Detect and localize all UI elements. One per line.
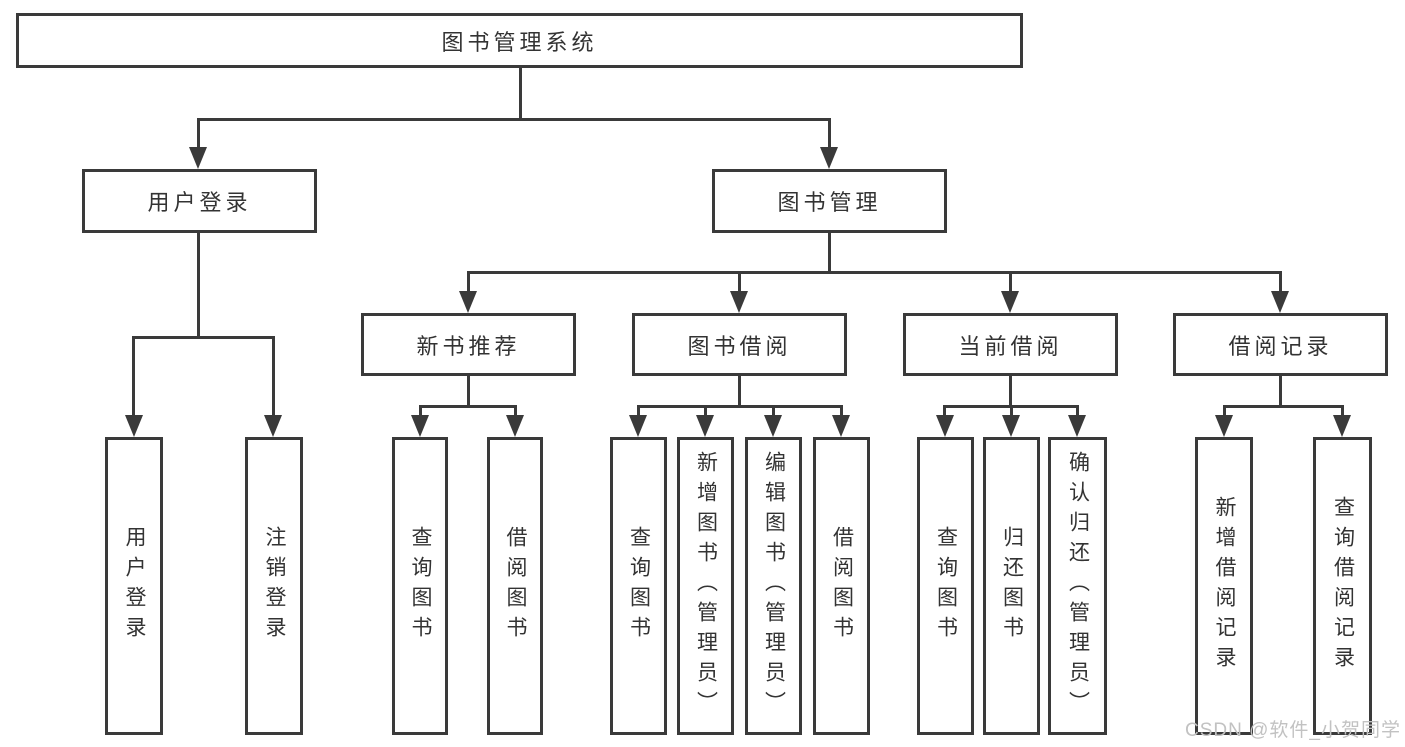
leaf-add-borrow-record: 新增借阅记录 <box>1195 437 1253 735</box>
connector-line <box>637 405 842 408</box>
arrow-down-icon <box>125 415 143 437</box>
connector-line <box>272 336 275 418</box>
connector-line <box>772 405 775 419</box>
node-user-login: 用户登录 <box>82 169 317 233</box>
arrow-down-icon <box>629 415 647 437</box>
connector-line <box>1009 271 1012 295</box>
connector-line <box>519 68 522 120</box>
arrow-down-icon <box>730 291 748 313</box>
connector-line <box>1279 376 1282 407</box>
connector-line <box>132 336 275 339</box>
connector-line <box>419 405 422 419</box>
leaf-confirm-return-admin: 确认归还（管理员） <box>1048 437 1107 735</box>
connector-line <box>1010 405 1013 419</box>
connector-line <box>467 271 1282 274</box>
connector-line <box>1223 405 1344 408</box>
connector-line <box>738 271 741 295</box>
connector-line <box>840 405 843 419</box>
connector-line <box>828 118 831 151</box>
watermark: CSDN @软件_小贺同学 <box>1185 720 1401 741</box>
leaf-borrow-book-borrowing: 借阅图书 <box>813 437 870 735</box>
connector-line <box>467 376 470 407</box>
leaf-borrow-book-recommend: 借阅图书 <box>487 437 543 735</box>
arrow-down-icon <box>1333 415 1351 437</box>
arrow-down-icon <box>1215 415 1233 437</box>
node-current-borrowing: 当前借阅 <box>903 313 1118 376</box>
leaf-query-borrow-record: 查询借阅记录 <box>1313 437 1372 735</box>
connector-line <box>738 376 741 407</box>
arrow-down-icon <box>696 415 714 437</box>
connector-line <box>1076 405 1079 419</box>
leaf-query-book-borrowing: 查询图书 <box>610 437 667 735</box>
connector-line <box>467 271 470 295</box>
arrow-down-icon <box>1271 291 1289 313</box>
node-library-system: 图书管理系统 <box>16 13 1023 68</box>
arrow-down-icon <box>1068 415 1086 437</box>
arrow-down-icon <box>264 415 282 437</box>
leaf-edit-book-admin: 编辑图书（管理员） <box>745 437 802 735</box>
connector-line <box>132 336 135 418</box>
connector-line <box>514 405 517 419</box>
arrow-down-icon <box>189 147 207 169</box>
node-book-borrowing: 图书借阅 <box>632 313 847 376</box>
connector-line <box>1009 376 1012 407</box>
leaf-return-book: 归还图书 <box>983 437 1040 735</box>
connector-line <box>637 405 640 419</box>
arrow-down-icon <box>936 415 954 437</box>
leaf-query-book-recommend: 查询图书 <box>392 437 448 735</box>
arrow-down-icon <box>832 415 850 437</box>
leaf-add-book-admin: 新增图书（管理员） <box>677 437 734 735</box>
arrow-down-icon <box>411 415 429 437</box>
connector-line <box>419 405 517 408</box>
arrow-down-icon <box>1001 291 1019 313</box>
leaf-logout-login: 注销登录 <box>245 437 303 735</box>
arrow-down-icon <box>459 291 477 313</box>
arrow-down-icon <box>764 415 782 437</box>
node-borrowing-records: 借阅记录 <box>1173 313 1388 376</box>
connector-line <box>197 118 200 151</box>
connector-line <box>1223 405 1226 419</box>
arrow-down-icon <box>820 147 838 169</box>
connector-line <box>1341 405 1344 419</box>
connector-line <box>197 233 200 339</box>
connector-line <box>1279 271 1282 295</box>
node-new-book-recommendation: 新书推荐 <box>361 313 576 376</box>
connector-line <box>197 118 831 121</box>
node-book-management: 图书管理 <box>712 169 947 233</box>
leaf-query-book-current: 查询图书 <box>917 437 974 735</box>
connector-line <box>828 233 831 274</box>
arrow-down-icon <box>1002 415 1020 437</box>
leaf-user-login: 用户登录 <box>105 437 163 735</box>
connector-line <box>704 405 707 419</box>
arrow-down-icon <box>506 415 524 437</box>
connector-line <box>943 405 946 419</box>
